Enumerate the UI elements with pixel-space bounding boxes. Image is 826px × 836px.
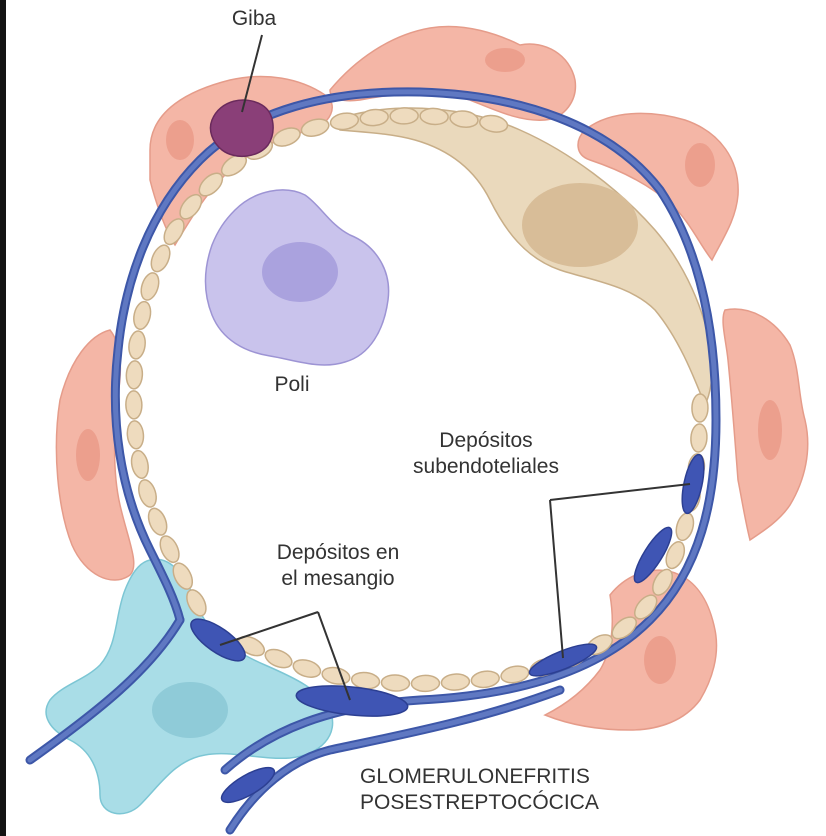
label-giba-text: Giba (231, 7, 277, 30)
label-subendothelial-deposits: Depósitos subendoteliales (388, 428, 584, 479)
diagram-caption: GLOMERULONEFRITIS POSESTREPTOCÓCICA (360, 764, 599, 817)
endothelial-bead (359, 108, 389, 127)
podocyte-nucleus (166, 120, 194, 160)
endothelial-bead (125, 390, 143, 420)
endothelial-bead (470, 670, 500, 689)
endothelial-bead (140, 272, 160, 301)
endothelial-bead (389, 107, 419, 125)
subendothelial-deposit (633, 526, 673, 584)
endothelial-bead (198, 172, 224, 197)
endothelial-bead (500, 665, 530, 684)
leader-giba (241, 34, 263, 113)
leader-subendo-right (549, 483, 691, 501)
basement-membrane-strand-left-highlight (27, 617, 183, 763)
label-giba: Giba (224, 6, 284, 32)
label-poli-text: Poli (274, 373, 310, 396)
subendothelial-deposit (681, 453, 705, 515)
endothelial-bead (440, 673, 471, 691)
endothelial-bead (665, 541, 686, 570)
endothelial-bead (410, 674, 441, 693)
podocyte-nucleus (644, 636, 676, 684)
label-mesangial-deposits: Depósitos en el mesangio (250, 540, 426, 591)
caption-line2: POSESTREPTOCÓCICA (360, 791, 599, 815)
endothelial-bead (272, 127, 301, 147)
label-subendothelial-line2: subendoteliales (413, 454, 559, 478)
endothelial-bead (172, 562, 194, 590)
endothelial-bead (321, 666, 351, 685)
podocyte-nucleus (758, 400, 782, 460)
hump (209, 99, 274, 157)
endothelial-bead (300, 118, 330, 137)
endothelial-bead (479, 114, 509, 133)
endothelial-bead (419, 107, 449, 126)
endothelial-bead (675, 512, 695, 542)
label-subendothelial-line1: Depósitos (439, 429, 533, 452)
mesangial-cell (45, 558, 334, 815)
subendothelial-deposit (528, 643, 598, 677)
endothelial-bead (163, 218, 185, 246)
endothelial-bead (179, 193, 203, 220)
hump-deposit (209, 99, 274, 157)
polymorphonuclear-cell (204, 189, 390, 366)
mesangial-deposit (190, 618, 246, 662)
label-mesangial-line2: el mesangio (281, 566, 395, 590)
mesangial-deposit (220, 766, 276, 804)
mesangial-deposit (295, 685, 409, 717)
leader-mesangio-right (317, 611, 351, 701)
endothelial-bead (147, 507, 168, 536)
endothelial-bead (264, 648, 293, 669)
podocyte-nucleus (685, 143, 715, 187)
endothelial-bead (133, 300, 152, 330)
leader-mesangio-left (219, 611, 319, 646)
endothelial-bead (138, 479, 157, 508)
caption-line1: GLOMERULONEFRITIS (360, 765, 590, 788)
endothelial-cell (339, 107, 714, 407)
leader-lines (219, 34, 691, 701)
endothelial-bead (128, 330, 146, 360)
endothelial-bead (652, 568, 674, 596)
endothelial-bead (691, 393, 709, 423)
endothelial-bead (449, 110, 479, 128)
endothelial-bead (186, 589, 207, 617)
endothelial-bead (380, 674, 411, 692)
left-border-bar (0, 0, 6, 836)
endothelial-bead (159, 535, 180, 564)
podocyte-nuclei (76, 48, 782, 684)
endothelial-bead (329, 112, 360, 131)
polymorph-nucleus (262, 242, 338, 302)
leader-subendo-left (549, 499, 564, 659)
endothelial-bead (690, 423, 708, 453)
endothelial-bead (634, 594, 658, 620)
podocyte-nucleus (485, 48, 525, 72)
endothelial-bead (150, 244, 171, 273)
immune-deposits (190, 453, 705, 804)
basement-membrane-strand-bottom-highlight (227, 687, 563, 833)
endothelial-cell-body (339, 107, 714, 407)
podocyte-nucleus (76, 429, 100, 481)
endothelial-bead (220, 154, 248, 177)
label-mesangial-line1: Depósitos en (276, 541, 400, 564)
endothelial-bead (292, 659, 322, 678)
endothelial-bead (125, 360, 144, 390)
endothelial-bead (126, 420, 145, 450)
label-poli: Poli (262, 372, 322, 398)
mesangial-nucleus (152, 682, 228, 738)
endothelial-bead (611, 616, 637, 640)
basement-membrane (25, 87, 721, 835)
basement-membrane-loop-highlight (112, 89, 719, 773)
endothelial-bead (130, 449, 149, 479)
endothelial-nucleus (522, 183, 638, 267)
